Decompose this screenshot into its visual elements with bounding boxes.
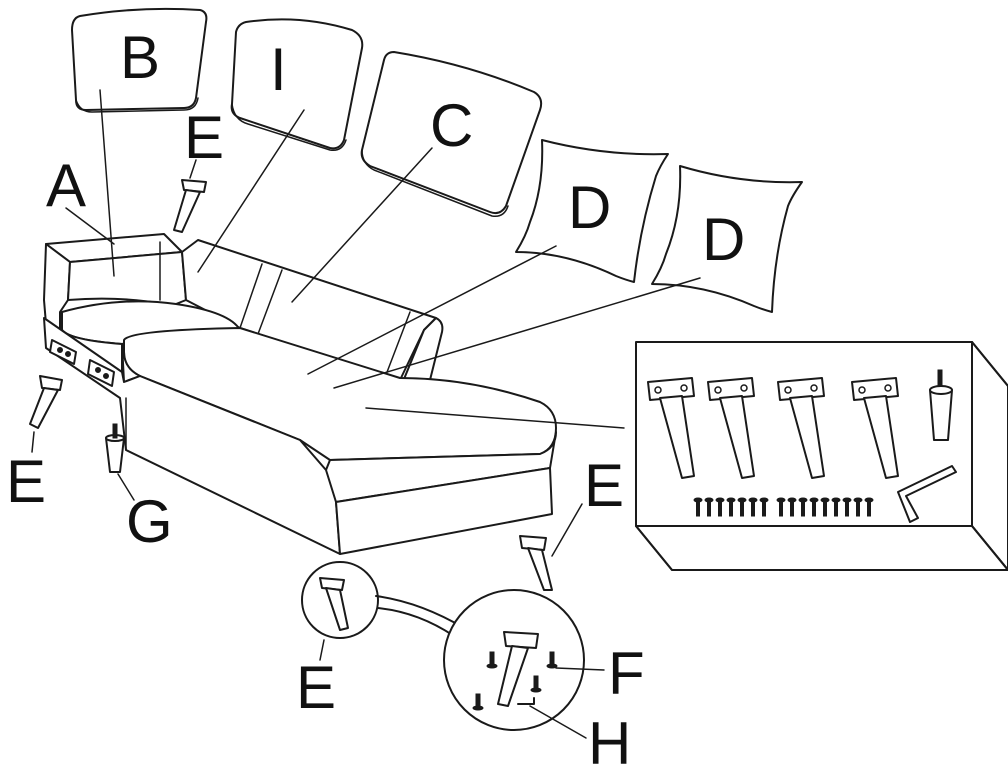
- screw-detail-3: [472, 693, 484, 711]
- hardware-screw: [820, 497, 830, 517]
- label-g: G: [126, 488, 173, 555]
- back-cushion-b: [71, 7, 208, 113]
- hardware-contents: [647, 369, 957, 523]
- connector-bracket-1: [49, 339, 77, 365]
- label-b: B: [120, 24, 160, 91]
- label-a: A: [46, 152, 86, 219]
- detail-connector-2: [377, 607, 455, 637]
- hardware-screw: [737, 497, 747, 517]
- label-d-1: D: [568, 174, 611, 241]
- hardware-leg: [647, 377, 695, 479]
- hardware-screw: [864, 497, 874, 517]
- detail-circle-large: [443, 589, 585, 731]
- screw-detail-4: [530, 675, 542, 693]
- label-e-top: E: [184, 104, 224, 171]
- detail-circle-small: [301, 561, 379, 639]
- detail-connector: [375, 595, 465, 629]
- hardware-leg: [707, 377, 755, 479]
- label-h: H: [588, 710, 631, 769]
- sectional-sofa: [43, 233, 557, 555]
- throw-pillow-d-2: [651, 165, 803, 313]
- label-i: I: [270, 36, 287, 103]
- hardware-screw: [726, 497, 736, 517]
- label-e-right: E: [584, 452, 624, 519]
- screw-detail-1: [486, 651, 498, 669]
- back-cushion-i: [230, 18, 364, 152]
- hardware-allen-key: [897, 465, 957, 523]
- leg-e-top: [173, 179, 207, 233]
- connector-bracket-2: [87, 359, 115, 387]
- hardware-screw: [798, 497, 808, 517]
- hardware-screw: [704, 497, 714, 517]
- hardware-leg: [851, 377, 899, 479]
- hardware-screw: [715, 497, 725, 517]
- hardware-screw: [842, 497, 852, 517]
- hardware-screw: [776, 497, 786, 517]
- hardware-glide: [929, 369, 953, 441]
- label-f: F: [608, 640, 645, 707]
- hardware-screw: [853, 497, 863, 517]
- hardware-leg: [777, 377, 825, 479]
- hardware-screw: [831, 497, 841, 517]
- label-d-2: D: [702, 206, 745, 273]
- hardware-screw: [759, 497, 769, 517]
- label-e-detail: E: [296, 654, 336, 721]
- leader-lines: [31, 89, 701, 739]
- label-e-left: E: [6, 448, 46, 515]
- leg-e-right: [519, 535, 553, 591]
- hardware-screw: [693, 497, 703, 517]
- screw-detail-2: [546, 651, 558, 669]
- leg-e-left: [29, 375, 63, 429]
- hardware-screw: [787, 497, 797, 517]
- hardware-screw: [748, 497, 758, 517]
- glide-g: [105, 423, 125, 473]
- back-cushion-c: [360, 51, 543, 218]
- allen-key-detail: [517, 697, 535, 705]
- hardware-screw: [809, 497, 819, 517]
- label-c: C: [430, 92, 473, 159]
